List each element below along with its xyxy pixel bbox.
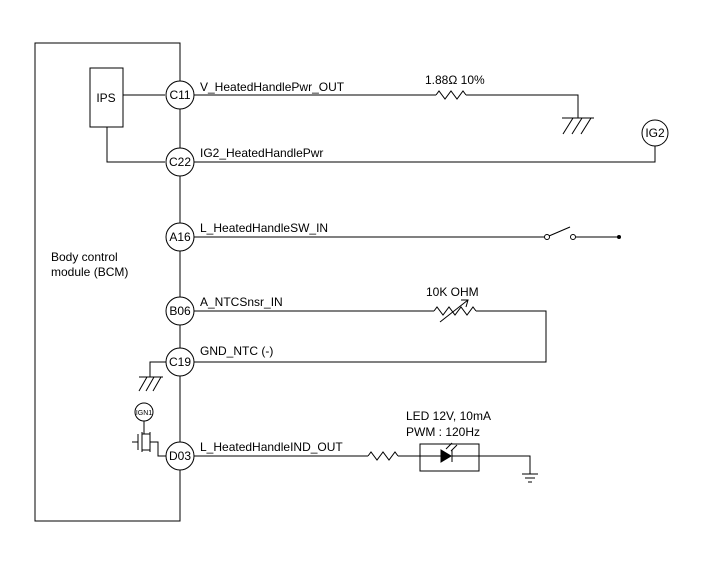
signal-ground-d03 <box>522 473 538 483</box>
pin-b06: B06 <box>165 296 195 326</box>
svg-text:D03: D03 <box>169 449 191 463</box>
svg-text:C11: C11 <box>169 88 190 102</box>
pin-c22: C22 <box>165 147 195 177</box>
svg-text:IGN1: IGN1 <box>136 410 152 417</box>
chassis-ground-c19 <box>138 376 163 392</box>
ntc-sensor-label: 10K OHM <box>426 285 479 299</box>
ntc-variable-arrow <box>439 299 469 323</box>
chassis-ground-c11 <box>562 117 594 135</box>
heater-resistor <box>435 90 467 100</box>
wire-c19-internal-ground <box>149 361 166 377</box>
heated-handle-switch <box>544 226 621 240</box>
pin-d03: D03 <box>165 441 195 471</box>
led-spec-label-line2: PWM : 120Hz <box>406 425 480 439</box>
mosfet-driver <box>132 421 166 457</box>
bcm-label-line1: Body control <box>51 250 118 264</box>
heater-resistor-label: 1.88Ω 10% <box>425 73 485 87</box>
wire-led-to-ground <box>479 455 531 474</box>
pin-c19: C19 <box>165 347 195 377</box>
ig2-connector: IG2 <box>641 119 669 147</box>
ntc-sensor-resistor <box>433 306 477 316</box>
pin-a16: A16 <box>165 222 195 252</box>
ips-label: IPS <box>96 91 115 105</box>
net-label-c11: V_HeatedHandlePwr_OUT <box>200 80 345 94</box>
svg-text:C22: C22 <box>169 155 191 169</box>
ign1-connector: IGN1 <box>134 402 154 422</box>
bcm-module-box <box>34 42 181 522</box>
net-label-b06: A_NTCSnsr_IN <box>200 295 283 309</box>
led-spec-label-line1: LED 12V, 10mA <box>406 409 491 423</box>
bcm-label-line2: module (BCM) <box>51 265 128 279</box>
svg-text:C19: C19 <box>169 355 191 369</box>
net-label-c22: IG2_HeatedHandlePwr <box>200 146 323 160</box>
wire-c11-to-ground <box>466 94 579 118</box>
net-label-d03: L_HeatedHandleIND_OUT <box>200 440 343 454</box>
ips-to-c22-wire <box>106 127 165 163</box>
pin-c11: C11 <box>165 80 195 110</box>
led-series-resistor <box>367 451 399 461</box>
svg-text:A16: A16 <box>169 230 191 244</box>
net-label-c19: GND_NTC (-) <box>200 344 273 358</box>
wire-c22-to-ig2 <box>194 146 656 163</box>
svg-text:B06: B06 <box>169 304 191 318</box>
led-diode-icon <box>420 442 479 463</box>
net-label-a16: L_HeatedHandleSW_IN <box>200 221 328 235</box>
svg-text:IG2: IG2 <box>645 126 665 140</box>
wire-ntc-return <box>194 310 547 363</box>
led-indicator-box <box>419 443 480 472</box>
